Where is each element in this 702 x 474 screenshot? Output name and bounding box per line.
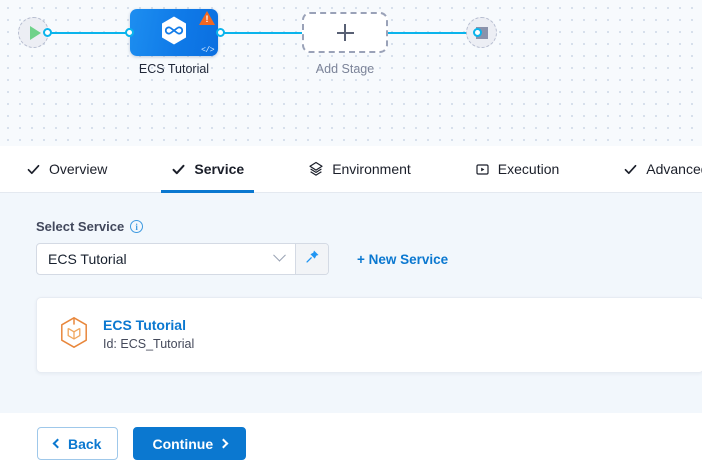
tab-advanced[interactable]: Advanced (613, 146, 702, 193)
tab-overview-label: Overview (49, 161, 108, 177)
stage-node-input-port[interactable] (125, 28, 134, 37)
tab-overview[interactable]: Overview (16, 146, 117, 193)
back-button[interactable]: Back (37, 427, 119, 460)
tab-execution-label: Execution (497, 161, 560, 177)
service-card-text: ECS Tutorial Id: ECS_Tutorial (103, 317, 194, 353)
stage-node-ecs-tutorial[interactable]: ! </> (130, 9, 218, 56)
connector-start-to-stage (44, 32, 138, 34)
service-select[interactable]: ECS Tutorial (37, 244, 295, 274)
connector-add-to-end (387, 32, 479, 34)
plus-icon (336, 24, 354, 41)
service-selector-row: ECS Tutorial + New Service (36, 243, 702, 275)
continue-button[interactable]: Continue (133, 427, 247, 460)
new-service-button[interactable]: + New Service (357, 251, 449, 267)
connector-stage-to-add (220, 32, 304, 34)
add-stage-button[interactable] (302, 12, 388, 53)
layers-icon (308, 161, 324, 177)
chevron-left-icon (52, 438, 63, 449)
pin-button[interactable] (295, 244, 328, 274)
stage-config-tabs: Overview Service Environment (0, 146, 702, 193)
tab-service[interactable]: Service (161, 146, 255, 193)
select-service-label-row: Select Service i (36, 219, 702, 234)
code-brackets-icon[interactable]: </> (201, 46, 214, 55)
check-icon (623, 162, 638, 177)
tab-service-label: Service (194, 161, 245, 177)
info-icon[interactable]: i (130, 220, 144, 233)
check-icon (171, 162, 186, 177)
back-button-label: Back (68, 435, 102, 452)
wizard-footer: Back Continue (0, 413, 702, 474)
continue-button-label: Continue (152, 435, 214, 452)
start-node[interactable] (18, 17, 49, 48)
pin-icon (305, 249, 320, 269)
select-service-label: Select Service (36, 219, 125, 234)
pipeline-canvas[interactable]: ! </> ECS Tutorial Add Stage (0, 0, 702, 146)
tab-environment[interactable]: Environment (298, 146, 421, 193)
end-node-port[interactable] (473, 28, 482, 37)
chevron-right-icon (218, 438, 229, 449)
play-box-icon (475, 162, 490, 177)
start-node-port[interactable] (43, 28, 52, 37)
service-select-value: ECS Tutorial (48, 251, 127, 267)
check-icon (26, 162, 41, 177)
service-card-id: Id: ECS_Tutorial (103, 337, 195, 351)
add-stage-label: Add Stage (315, 62, 375, 76)
tab-execution[interactable]: Execution (465, 146, 569, 193)
tab-advanced-label: Advanced (646, 161, 702, 177)
selected-service-card[interactable]: ECS Tutorial Id: ECS_Tutorial (36, 297, 702, 373)
harness-hexagon-icon (160, 15, 188, 50)
stage-node-label: ECS Tutorial (138, 62, 210, 76)
warning-glyph: ! (205, 14, 209, 24)
service-hexagon-icon (59, 316, 89, 354)
play-icon (29, 25, 41, 40)
tab-environment-label: Environment (332, 161, 411, 177)
stage-node-output-port[interactable] (216, 28, 225, 37)
chevron-down-icon (273, 248, 286, 262)
warning-triangle-icon (199, 11, 215, 25)
service-select-group: ECS Tutorial (36, 243, 329, 275)
service-card-title[interactable]: ECS Tutorial (103, 317, 186, 333)
